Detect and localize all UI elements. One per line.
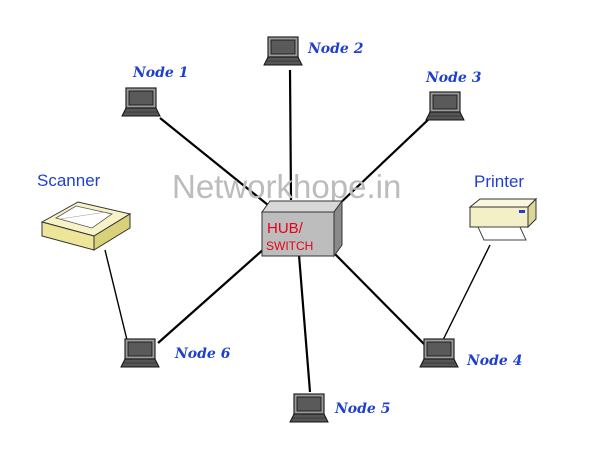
link-node-1 xyxy=(159,117,269,206)
node-5-label: Node 5 xyxy=(334,401,390,417)
node-3-label: Node 3 xyxy=(425,70,482,86)
printer-label: Printer xyxy=(474,172,524,191)
connections xyxy=(104,69,491,393)
scanner-icon xyxy=(40,201,132,251)
laptop-icon-node-6 xyxy=(120,338,160,368)
watermark-text: Networkhope.in xyxy=(172,168,401,205)
link-node-2 xyxy=(288,69,293,201)
laptop-icon-node-1 xyxy=(121,87,161,117)
laptop-icon-node-4 xyxy=(419,338,459,368)
node-2-label: Node 2 xyxy=(307,41,364,57)
link-node-3 xyxy=(334,117,431,209)
laptop-icon-node-2 xyxy=(263,36,303,66)
scanner-label: Scanner xyxy=(37,171,101,190)
link-node-5 xyxy=(297,254,312,393)
hub-box-front xyxy=(261,211,335,257)
link-scanner-node-6 xyxy=(104,249,128,341)
link-printer-node-4 xyxy=(442,244,491,341)
hub-label-line2: SWITCH xyxy=(266,239,313,253)
node-1-label: Node 1 xyxy=(132,65,188,81)
link-node-6 xyxy=(157,247,266,344)
laptop-icon-node-5 xyxy=(289,393,329,423)
node-4-label: Node 4 xyxy=(466,353,522,369)
hub-box-top xyxy=(261,200,343,213)
link-node-4 xyxy=(332,251,426,346)
hub-switch: HUB/ SWITCH xyxy=(261,199,343,258)
printer-icon xyxy=(468,197,538,241)
hub-label-line1: HUB/ xyxy=(267,220,304,237)
node-6-label: Node 6 xyxy=(174,346,231,362)
laptop-icon-node-3 xyxy=(425,91,465,121)
